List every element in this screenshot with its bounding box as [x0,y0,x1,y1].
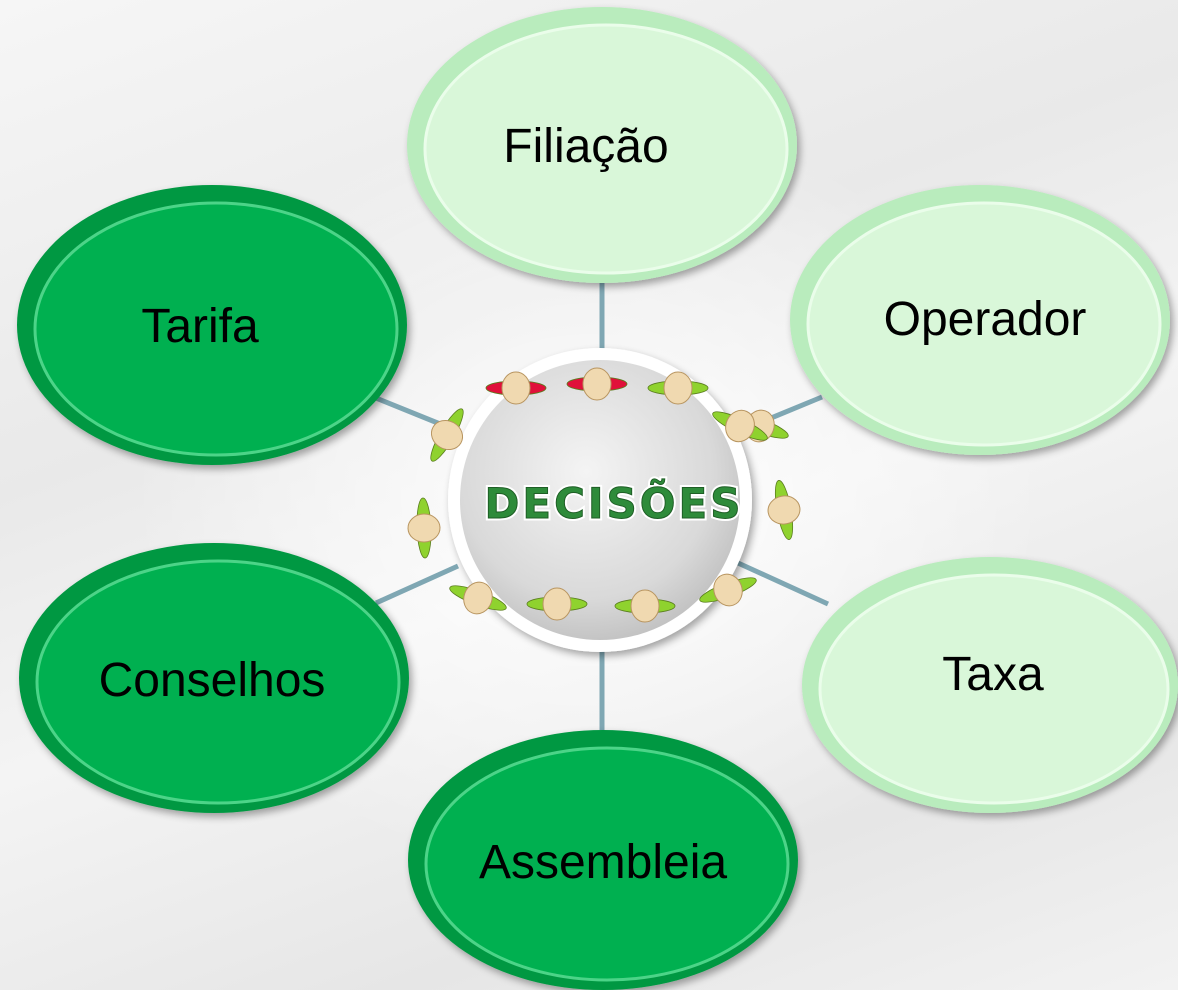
node-taxa-face [818,573,1170,805]
node-tarifa-face [33,201,399,457]
node-taxa-label: Taxa [942,648,1044,701]
bead-9 [449,581,507,615]
node-filiacao: Filiação [407,7,797,283]
center-title-outline: DECISÕES [485,478,744,528]
node-taxa: Taxa [802,557,1178,813]
bead-1 [485,371,547,405]
bead-2 [566,367,628,401]
node-filiacao-label: Filiação [503,120,668,173]
bead-11 [430,408,464,462]
center-hub-face [460,360,740,640]
bead-3 [647,371,709,405]
connector-taxa [736,560,830,607]
bead-12 [712,409,768,443]
bead-6 [699,573,757,607]
node-tarifa: Tarifa [17,185,407,465]
node-assembleia: Assembleia [408,730,798,990]
bead-ring [407,367,801,623]
node-conselhos-face [35,559,401,805]
connector-conselhos [374,563,460,606]
bead-10 [407,497,441,559]
node-tarifa-label: Tarifa [141,300,259,353]
node-conselhos-label: Conselhos [99,654,326,707]
bead-5 [767,480,801,540]
node-assembleia-label: Assembleia [479,836,727,889]
node-operador: Operador [790,185,1170,455]
node-operador-face [806,201,1162,447]
bead-7 [614,589,676,623]
bead-8 [526,587,588,621]
node-assembleia-face [424,746,790,982]
center-title: DECISÕES [485,478,744,528]
center-hub: DECISÕES DECISÕES [407,348,801,652]
node-conselhos: Conselhos [19,543,409,813]
node-operador-label: Operador [884,293,1087,346]
node-filiacao-face [423,23,789,275]
